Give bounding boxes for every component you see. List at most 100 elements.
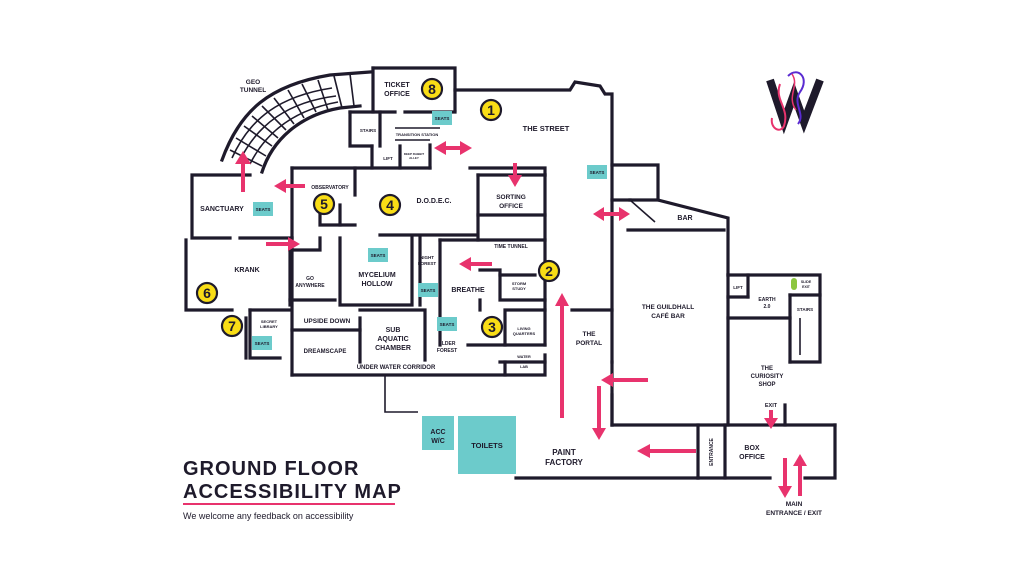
dodec-label: D.O.D.E.C. (416, 198, 451, 205)
seats-icon (252, 336, 272, 350)
sub-aquatic-label-2: AQUATIC (377, 336, 408, 343)
lift-right-label: LIFT (733, 285, 743, 290)
seats-label: SEATS (256, 207, 271, 212)
observatory-label: OBSERVATORY (311, 185, 349, 191)
deep-rabbit-alley-label-2: ALLEY (409, 156, 419, 160)
arrow-icon (459, 257, 471, 271)
map-title-line-2: ACCESSIBILITY MAP (183, 481, 402, 503)
mycelium-hollow-label-2: HOLLOW (361, 281, 392, 288)
geo-tunnel-label-2: TUNNEL (240, 87, 266, 94)
title-underline (183, 503, 395, 505)
storm-study-label: STORM (512, 281, 527, 286)
arrow-icon (592, 428, 606, 440)
room-labels: GEO TUNNEL TICKET OFFICE THE STREET STAI… (200, 79, 822, 517)
seats-icon (587, 165, 607, 179)
acc-wc-label-2: W/C (431, 438, 445, 445)
night-forest-label-2: FOREST (418, 261, 437, 266)
living-quarters-label: LIVING (517, 326, 530, 331)
seats-icon (253, 202, 273, 216)
seats-label: SEATS (255, 341, 270, 346)
arrow-icon (601, 373, 613, 387)
box-office-label: BOX (744, 445, 760, 452)
geo-tunnel-label: GEO (246, 79, 260, 86)
storm-study-label-2: STUDY (512, 286, 526, 291)
bar-label: BAR (677, 215, 692, 222)
elder-forest-label-2: FOREST (437, 348, 457, 354)
route-arrows (235, 141, 807, 498)
toilets-block (458, 416, 516, 474)
living-quarters-label-2: QUARTERS (513, 331, 536, 336)
main-entrance-label: MAIN (786, 501, 803, 508)
arrow-icon (778, 486, 792, 498)
seats-label: SEATS (371, 253, 386, 258)
sub-aquatic-label: SUB (386, 327, 401, 334)
number-badges: 1 2 3 4 5 6 7 8 (195, 77, 561, 339)
paint-factory-label: PAINT (552, 448, 576, 457)
curiosity-shop-label-2: CURIOSITY (751, 374, 784, 380)
mycelium-hollow-label: MYCELIUM (358, 272, 396, 279)
sorting-office-label: SORTING (496, 194, 526, 201)
ticket-office-label-2: OFFICE (384, 91, 410, 98)
the-portal-label: THE (583, 331, 597, 338)
sub-aquatic-label-3: CHAMBER (375, 345, 411, 352)
double-arrow-icon (619, 207, 630, 221)
badge-4: 4 (386, 197, 394, 213)
slide-exit-icon (791, 278, 797, 290)
breathe-label: BREATHE (451, 287, 485, 294)
slide-exit-label-2: EXIT (802, 285, 811, 289)
seats-label: SEATS (435, 116, 450, 121)
badge-5: 5 (320, 196, 328, 212)
acc-wc-label: ACC (430, 429, 445, 436)
deep-rabbit-alley-label: DEEP RABBIT (404, 152, 424, 156)
entrance-label: ENTRANCE (709, 437, 715, 465)
elder-forest-label: ELDER (439, 341, 456, 347)
badge-7: 7 (228, 318, 236, 334)
seats-label: SEATS (440, 322, 455, 327)
arrow-icon (288, 237, 300, 251)
badge-6: 6 (203, 285, 211, 301)
acc-wc-block (422, 416, 454, 450)
arrow-icon (637, 444, 650, 458)
the-street-label: THE STREET (523, 124, 570, 133)
guildhall-label-2: CAFÉ BAR (651, 311, 685, 320)
seats-label: SEATS (590, 170, 605, 175)
dreamscape-label: DREAMSCAPE (304, 349, 347, 355)
box-office-label-2: OFFICE (739, 454, 765, 461)
arrow-icon (764, 418, 778, 429)
curiosity-shop-label-3: SHOP (758, 382, 775, 388)
badge-8: 8 (428, 81, 436, 97)
slide-exit-label: SLIDE (801, 280, 812, 284)
badge-1: 1 (487, 102, 495, 118)
earth-2-label: EARTH (758, 297, 776, 303)
main-entrance-label-2: ENTRANCE / EXIT (766, 510, 822, 517)
lift-top-label: LIFT (383, 156, 393, 161)
guildhall-label: THE GUILDHALL (642, 304, 694, 311)
secret-library-label: SECRET (261, 319, 278, 324)
go-anywhere-label-2: ANYWHERE (295, 283, 325, 289)
water-lab-label-2: PURIFICATION (511, 360, 538, 364)
time-tunnel-label: TIME TUNNEL (494, 244, 528, 250)
feedback-note: We welcome any feedback on accessibility (183, 511, 354, 521)
arrow-icon (235, 151, 251, 164)
earth-2-label-2: 2.0 (764, 304, 771, 310)
stairs-top-label: STAIRS (360, 128, 376, 133)
logo-w-icon (766, 71, 824, 135)
arrow-icon (274, 179, 286, 193)
water-lab-label: WATER (517, 355, 531, 359)
secret-library-label-2: LIBRARY (260, 324, 278, 329)
seats-label: SEATS (421, 288, 436, 293)
the-portal-label-2: PORTAL (576, 340, 602, 347)
geo-tunnel-structure (219, 70, 372, 175)
badge-2: 2 (545, 263, 553, 279)
badge-3: 3 (488, 319, 496, 335)
curiosity-shop-label: THE (761, 366, 773, 372)
under-water-corridor-label: UNDER WATER CORRIDOR (357, 365, 436, 371)
arrow-icon (508, 175, 522, 187)
transition-station-label: TRANSITION STATION (396, 132, 439, 137)
paint-factory-label-2: FACTORY (545, 458, 583, 467)
seats-markers (252, 111, 797, 474)
sorting-office-label-2: OFFICE (499, 203, 523, 210)
seats-icon (432, 111, 452, 125)
arrow-icon (793, 454, 807, 466)
